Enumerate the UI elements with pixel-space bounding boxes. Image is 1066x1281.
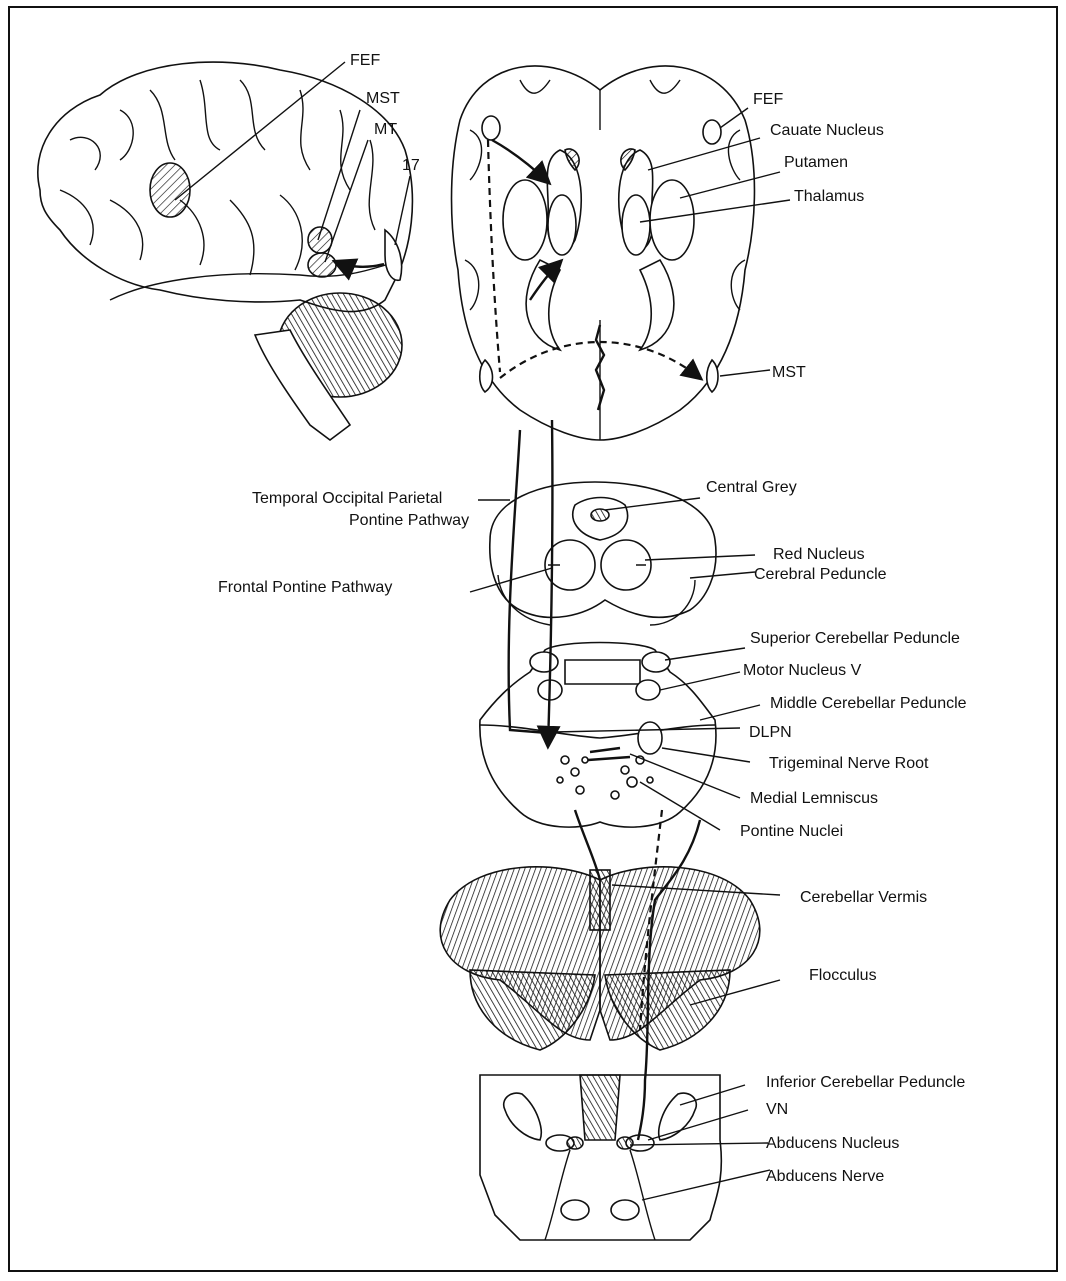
thalamus: [622, 195, 650, 255]
label-inferior-cerebellar-peduncle: Inferior Cerebellar Peduncle: [766, 1074, 965, 1091]
label-vn: VN: [766, 1101, 788, 1118]
label-cerebellar-vermis: Cerebellar Vermis: [800, 889, 927, 906]
motor-nucleus-v: [636, 680, 660, 700]
superior-cerebellar-peduncle: [642, 652, 670, 672]
label-red-nucleus: Red Nucleus: [773, 546, 865, 563]
label-fef-lateral: FEF: [350, 52, 380, 69]
mst-region-horizontal: [707, 360, 718, 392]
label-superior-cerebellar-peduncle: Superior Cerebellar Peduncle: [750, 630, 960, 647]
label-abducens-nerve: Abducens Nerve: [766, 1168, 884, 1185]
label-fef-horizontal: FEF: [753, 91, 783, 108]
label-pontine-nuclei: Pontine Nuclei: [740, 823, 843, 840]
label-trigeminal-nerve-root: Trigeminal Nerve Root: [769, 755, 929, 772]
label-temporal-pathway-line1: Temporal Occipital Parietal: [252, 490, 442, 507]
label-dlpn: DLPN: [749, 724, 792, 741]
label-abducens-nucleus: Abducens Nucleus: [766, 1135, 899, 1152]
label-flocculus: Flocculus: [809, 967, 877, 984]
pons-section: [480, 643, 760, 831]
mt-region: [308, 253, 336, 277]
label-caudate-nucleus: Cauate Nucleus: [770, 122, 884, 139]
medulla-section: [480, 1075, 770, 1240]
label-area17: 17: [402, 157, 420, 174]
fef-region-lateral: [150, 163, 190, 217]
fourth-ventricle: [580, 1075, 620, 1140]
trigeminal-nerve-root: [638, 722, 662, 754]
label-mst-lateral: MST: [366, 90, 400, 107]
label-middle-cerebellar-peduncle: Middle Cerebellar Peduncle: [770, 695, 967, 712]
cerebellum-section: [440, 867, 780, 1050]
horizontal-brain-section: [452, 66, 791, 440]
label-mst-horizontal: MST: [772, 364, 806, 381]
lateral-brain-view: [38, 62, 413, 440]
label-frontal-pontine-pathway: Frontal Pontine Pathway: [218, 579, 392, 596]
label-thalamus: Thalamus: [794, 188, 864, 205]
label-central-grey: Central Grey: [706, 479, 797, 496]
fef-region-horizontal: [703, 120, 721, 144]
mst-region: [308, 227, 332, 253]
label-motor-nucleus-v: Motor Nucleus V: [743, 662, 862, 679]
abducens-nucleus: [617, 1137, 633, 1149]
label-putamen: Putamen: [784, 154, 848, 171]
label-cerebral-peduncle: Cerebral Peduncle: [754, 566, 887, 583]
label-temporal-pathway-line2: Pontine Pathway: [349, 512, 469, 529]
label-medial-lemniscus: Medial Lemniscus: [750, 790, 878, 807]
label-mt: MT: [374, 121, 397, 138]
